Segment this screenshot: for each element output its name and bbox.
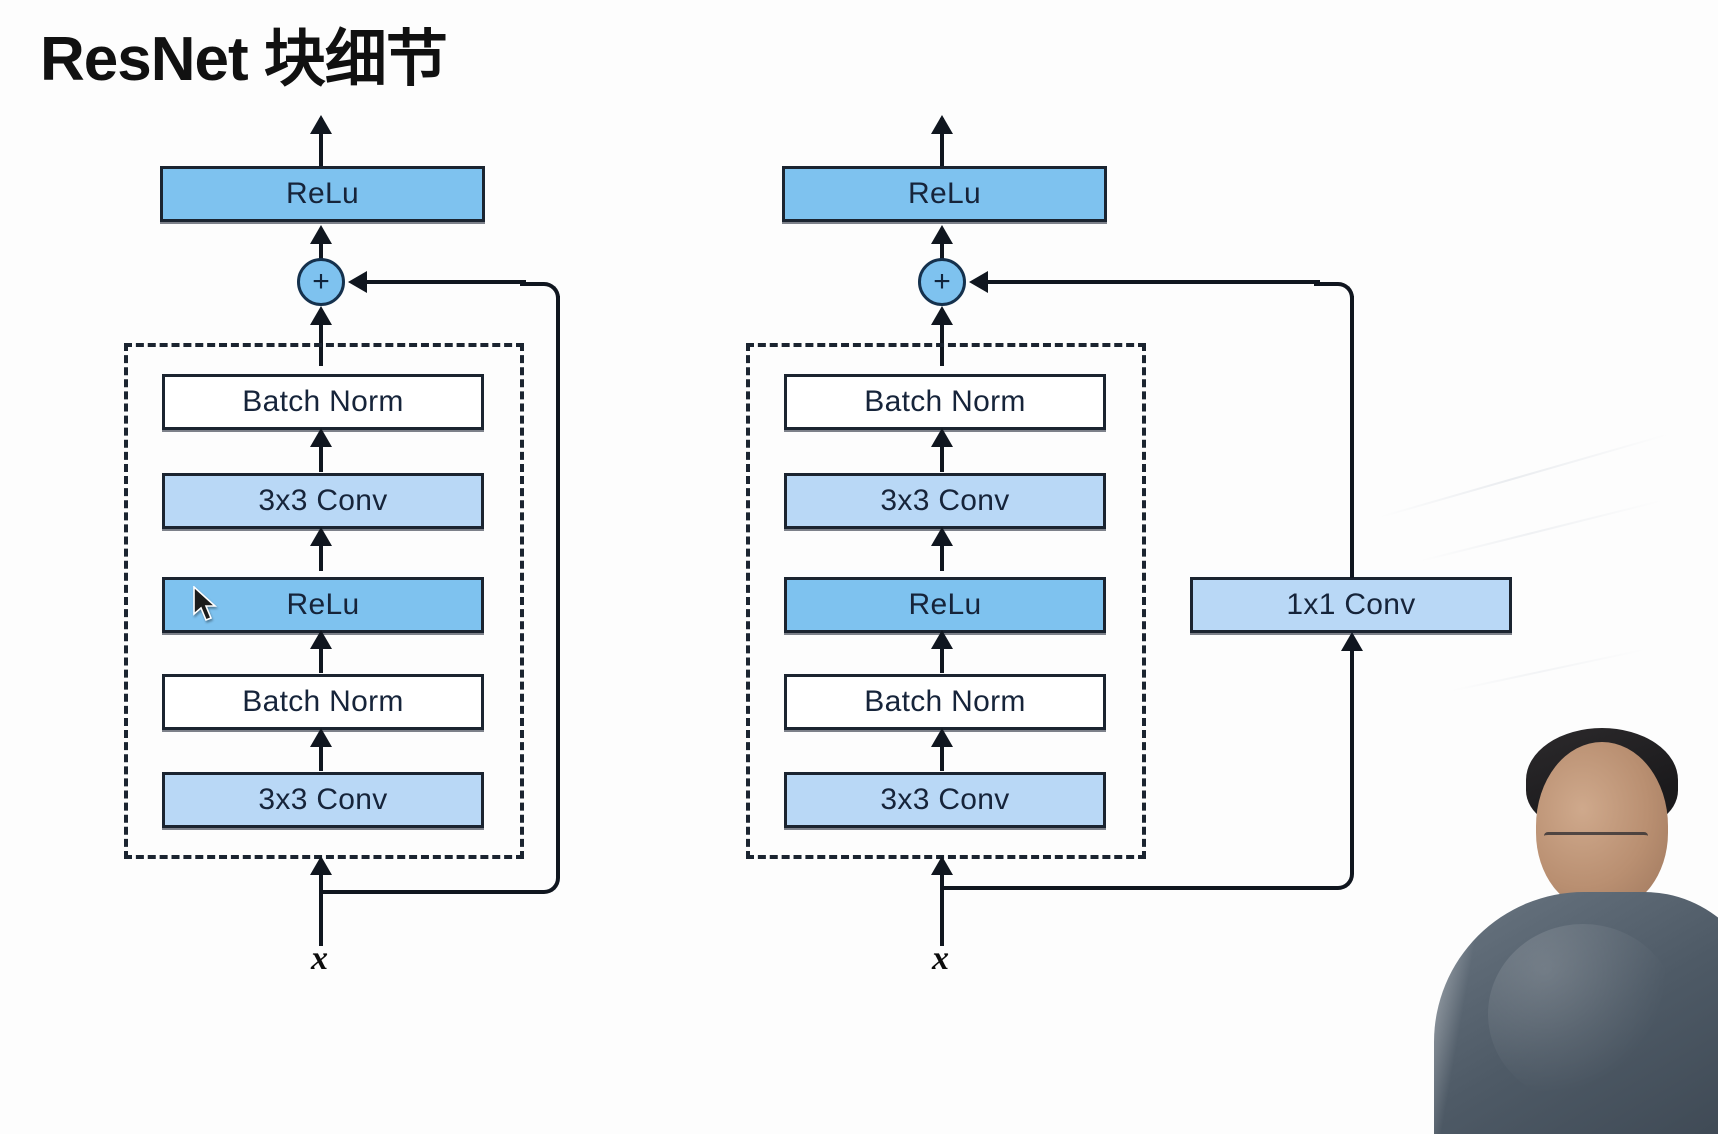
relu-to-conv2-shaft	[940, 537, 944, 571]
input-to-conv1-head	[931, 856, 953, 875]
node-label: ReLu	[286, 588, 360, 621]
node-label: Batch Norm	[242, 685, 404, 718]
page-title: ResNet 块细节	[40, 25, 448, 94]
add-to-relu-shaft	[940, 240, 944, 268]
skip-corner-top	[520, 282, 560, 314]
shortcut-top-segment	[983, 280, 1320, 284]
node-conv-3x3-2[interactable]: 3x3 Conv	[784, 473, 1106, 529]
conv1-to-bn1-shaft	[940, 738, 944, 771]
conv1x1-to-add-shaft	[1350, 296, 1354, 578]
input-stem	[940, 880, 944, 940]
node-label: Batch Norm	[242, 385, 404, 418]
background-smudge	[1419, 499, 1663, 562]
conv1-to-bn1-shaft	[319, 738, 323, 771]
node-conv-3x3-1[interactable]: 3x3 Conv	[162, 772, 484, 828]
input-label-x: x	[311, 940, 328, 977]
add-node[interactable]: +	[918, 258, 966, 306]
add-node[interactable]: +	[297, 258, 345, 306]
skip-top-segment	[362, 280, 526, 284]
node-label: Batch Norm	[864, 385, 1026, 418]
presenter-torso	[1434, 892, 1718, 1134]
add-symbol: +	[933, 265, 951, 298]
node-label: 3x3 Conv	[880, 783, 1010, 816]
add-to-relu-head	[310, 225, 332, 244]
node-batch-norm-1[interactable]: Batch Norm	[784, 674, 1106, 730]
node-label: Batch Norm	[864, 685, 1026, 718]
shortcut-bottom-segment	[942, 886, 1332, 890]
add-symbol: +	[312, 265, 330, 298]
add-to-relu-shaft	[319, 240, 323, 268]
node-label: 3x3 Conv	[258, 783, 388, 816]
node-output-relu[interactable]: ReLu	[160, 166, 485, 222]
block-to-add-head	[310, 306, 332, 325]
output-arrow-shaft	[319, 118, 323, 170]
bn1-to-relu-shaft	[319, 640, 323, 673]
presenter-video-overlay	[1418, 714, 1718, 1134]
node-label: ReLu	[908, 588, 982, 621]
node-output-relu[interactable]: ReLu	[782, 166, 1107, 222]
shortcut-corner-top	[1314, 282, 1354, 314]
conv1-to-bn1-head	[931, 728, 953, 747]
input-stem	[319, 880, 323, 940]
skip-corner-bottom	[520, 858, 560, 894]
relu-to-conv2-head	[931, 527, 953, 546]
relu-to-conv2-head	[310, 527, 332, 546]
add-to-relu-head	[931, 225, 953, 244]
input-label-x: x	[932, 940, 949, 977]
bn1-to-relu-head	[931, 630, 953, 649]
conv2-to-bn2-shaft	[319, 438, 323, 472]
shortcut-to-conv1x1-head	[1341, 632, 1363, 651]
skip-arrow-head	[348, 271, 367, 293]
conv1-to-bn1-head	[310, 728, 332, 747]
conv2-to-bn2-head	[931, 428, 953, 447]
node-label: 3x3 Conv	[880, 484, 1010, 517]
node-conv-1x1-shortcut[interactable]: 1x1 Conv	[1190, 577, 1512, 633]
node-label: ReLu	[286, 177, 359, 210]
mouse-cursor	[193, 586, 218, 622]
node-batch-norm-2[interactable]: Batch Norm	[162, 374, 484, 430]
conv2-to-bn2-shaft	[940, 438, 944, 472]
node-conv-3x3-2[interactable]: 3x3 Conv	[162, 473, 484, 529]
node-batch-norm-1[interactable]: Batch Norm	[162, 674, 484, 730]
presenter-head	[1536, 742, 1668, 910]
node-label: ReLu	[908, 177, 981, 210]
conv2-to-bn2-head	[310, 428, 332, 447]
bn1-to-relu-head	[310, 630, 332, 649]
background-smudge	[1449, 648, 1646, 692]
presenter-edge-fade	[1418, 714, 1718, 1134]
shortcut-arrow-head	[969, 271, 988, 293]
skip-vertical-segment	[556, 296, 560, 862]
node-conv-3x3-1[interactable]: 3x3 Conv	[784, 772, 1106, 828]
shortcut-to-conv1x1-shaft	[1350, 648, 1354, 863]
node-label: 3x3 Conv	[258, 484, 388, 517]
shortcut-corner-bottom	[1316, 856, 1354, 890]
presenter-hair	[1526, 728, 1678, 832]
node-inner-relu[interactable]: ReLu	[784, 577, 1106, 633]
output-arrow-shaft	[940, 118, 944, 170]
presenter-glasses	[1544, 832, 1648, 855]
presenter-shoulder-highlight	[1488, 924, 1678, 1104]
background-smudge	[1379, 433, 1669, 518]
skip-bottom-segment	[321, 890, 536, 894]
node-batch-norm-2[interactable]: Batch Norm	[784, 374, 1106, 430]
output-arrow-head	[310, 115, 332, 134]
bn1-to-relu-shaft	[940, 640, 944, 673]
output-arrow-head	[931, 115, 953, 134]
block-to-add-head	[931, 306, 953, 325]
node-label: 1x1 Conv	[1286, 588, 1416, 621]
relu-to-conv2-shaft	[319, 537, 323, 571]
input-to-conv1-head	[310, 856, 332, 875]
